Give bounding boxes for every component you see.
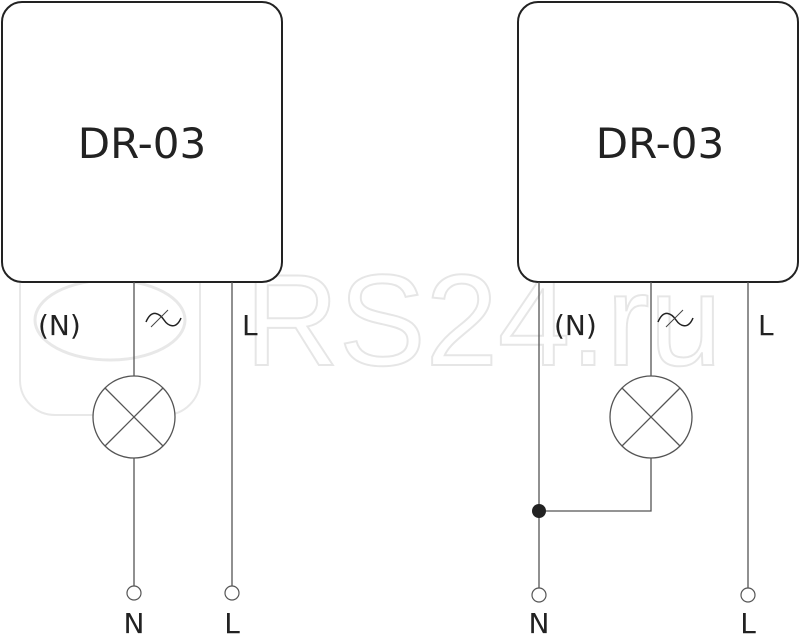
pin-neutral-label: (N): [554, 309, 597, 342]
terminal-line-label: L: [224, 607, 240, 637]
terminal-neutral: [126, 585, 142, 601]
lamp-icon: [609, 375, 693, 459]
switched-output-icon: [657, 309, 694, 328]
switched-output-icon: [145, 309, 182, 328]
terminal-neutral-label: N: [529, 607, 550, 637]
terminal-neutral: [531, 587, 547, 603]
device-box: [1, 1, 283, 283]
terminal-line: [740, 587, 756, 603]
device-label: DR-03: [78, 119, 206, 168]
diagram-left: DR-03 (N) L N L: [1, 1, 283, 637]
pin-line-label: L: [242, 309, 258, 342]
terminal-neutral-label: N: [124, 607, 145, 637]
device-box: [517, 1, 799, 283]
pin-neutral-label: (N): [38, 309, 81, 342]
terminal-line: [224, 585, 240, 601]
junction-dot: [532, 504, 546, 518]
lamp-icon: [92, 375, 176, 459]
device-label: DR-03: [596, 119, 724, 168]
diagram-right: DR-03 (N) L N L: [517, 1, 799, 637]
pin-line-label: L: [758, 309, 774, 342]
terminal-line-label: L: [740, 607, 756, 637]
wire: [539, 458, 652, 512]
